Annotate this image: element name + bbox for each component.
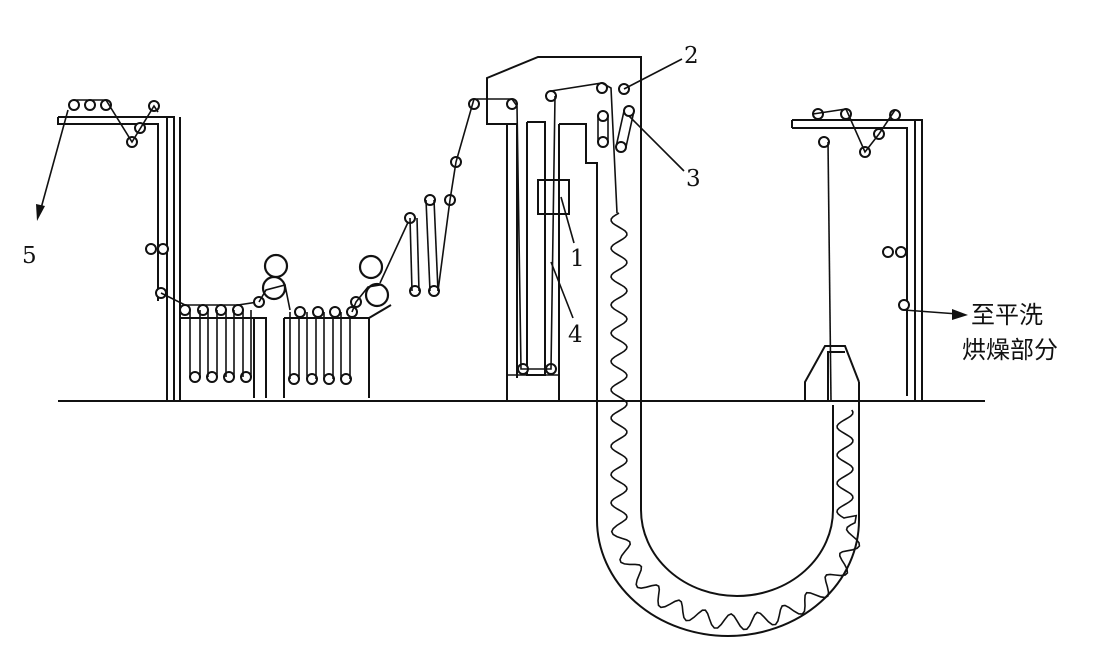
leader-1 [560, 196, 575, 244]
outlet-frame [791, 108, 923, 402]
outlet-text-line1: 至平洗 [971, 301, 1043, 329]
guide-rollers [379, 98, 518, 297]
fabric-outlet [903, 309, 959, 315]
label-1: 1 [570, 246, 585, 272]
outlet-text-line2: 烘燥部分 [962, 336, 1058, 364]
leader-4 [550, 261, 574, 319]
feed-frame [57, 116, 181, 401]
fabric-inlet [39, 109, 69, 213]
leader-2 [623, 58, 683, 90]
feed-rollers [68, 99, 169, 299]
steamer-rollers [516, 82, 635, 375]
pad-mangle-1 [253, 253, 291, 311]
leader-3 [628, 115, 685, 172]
outlet-arrowhead [952, 309, 968, 320]
tank-rollers [160, 292, 358, 385]
label-2: 2 [684, 43, 699, 69]
label-4: 4 [568, 322, 583, 348]
pad-mangle-2 [350, 254, 390, 313]
j-box [596, 212, 861, 637]
label-5: 5 [22, 243, 37, 269]
padding-tanks [180, 304, 392, 398]
fabric-folds [610, 212, 861, 631]
label-3: 3 [686, 166, 701, 192]
inlet-arrowhead [36, 204, 45, 221]
